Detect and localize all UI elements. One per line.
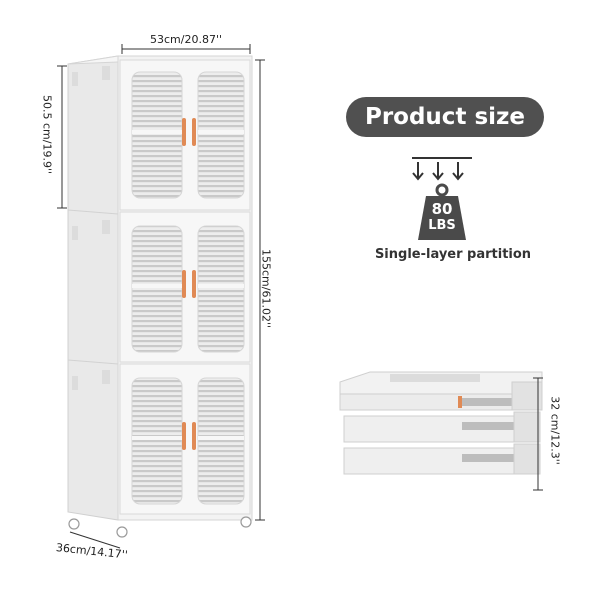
depth-dimension-line (69, 531, 121, 549)
cabinet-module-middle (119, 211, 251, 363)
folded-units-illustration (339, 371, 543, 491)
door-handle-right[interactable] (192, 118, 196, 146)
total-height-label: 155cm/61.02'' (259, 248, 273, 328)
page-title: Product size (346, 97, 544, 137)
folded-height-label: 32 cm/12.3'' (548, 396, 562, 465)
cabinet-module-top (119, 59, 251, 211)
section-height-dimension-line (57, 65, 67, 209)
door-handle-left[interactable] (182, 422, 186, 450)
width-dimension-line (121, 44, 251, 54)
cabinet-illustration (57, 44, 265, 549)
door-handle-right[interactable] (192, 422, 196, 450)
door-handle-left[interactable] (182, 118, 186, 146)
partition-caption: Single-layer partition (374, 247, 532, 262)
door-handle-right[interactable] (192, 270, 196, 298)
weight-value: 80 (431, 200, 453, 218)
door-handle-left[interactable] (182, 270, 186, 298)
cabinet-side-panel (67, 55, 119, 521)
section-height-label: 50.5 cm/19.9'' (40, 95, 54, 174)
weight-unit: LBS (428, 218, 456, 233)
total-height-dimension-line (255, 59, 265, 521)
load-capacity-icon (412, 157, 472, 240)
width-label: 53cm/20.87'' (150, 33, 223, 46)
caster-wheels (68, 516, 252, 538)
cabinet-module-bottom (119, 363, 251, 515)
